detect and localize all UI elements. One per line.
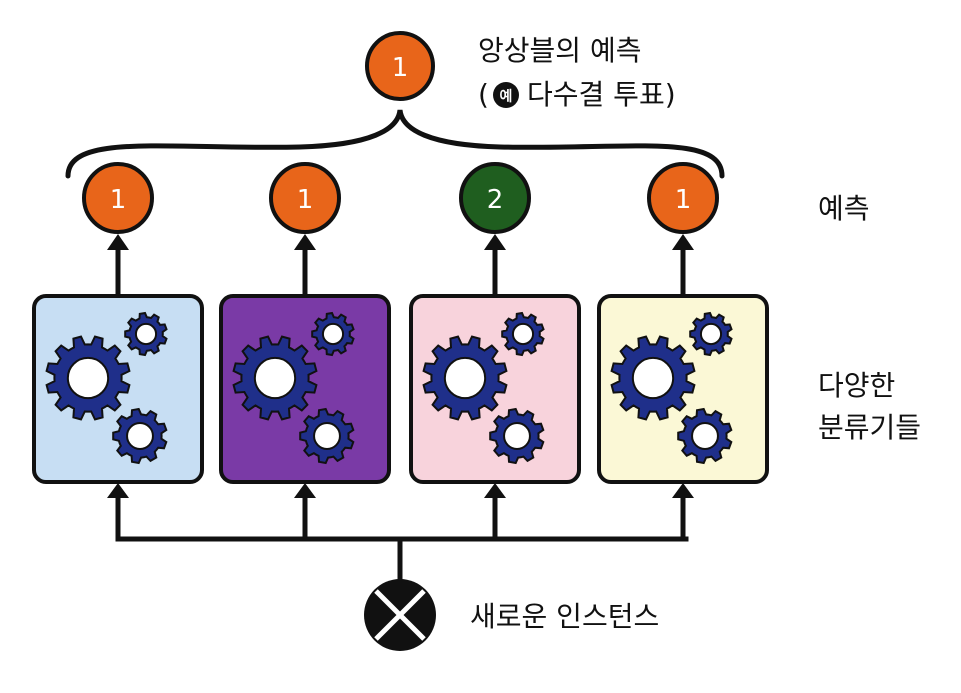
classifiers-label-line1: 다양한	[818, 369, 895, 402]
prediction-node: 2	[459, 162, 531, 234]
gear-small-icon	[311, 311, 355, 357]
gear-medium-icon	[489, 407, 545, 465]
ensemble-sublabel-paren: (	[478, 78, 489, 111]
prediction-value: 1	[297, 185, 314, 215]
gear-large-icon	[45, 335, 131, 421]
input-arrowhead	[107, 483, 129, 498]
classifier-box	[219, 294, 391, 484]
classifier-box	[409, 294, 581, 484]
output-arrowhead	[294, 234, 316, 250]
aggregation-brace	[65, 109, 725, 179]
classifier-column: 1	[219, 162, 391, 539]
ensemble-prediction-value: 1	[392, 53, 409, 83]
gear-small-icon	[501, 311, 545, 357]
classifier-box	[597, 294, 769, 484]
prediction-value: 1	[675, 185, 692, 215]
prediction-node: 1	[269, 162, 341, 234]
output-arrowhead	[484, 234, 506, 250]
gear-medium-icon	[677, 407, 733, 465]
ensemble-sublabel-text: 다수결 투표)	[527, 78, 676, 111]
ensemble-sublabel: ( 예 다수결 투표)	[478, 78, 676, 111]
gear-small-icon	[689, 311, 733, 357]
gear-small-icon	[124, 311, 168, 357]
prediction-value: 2	[487, 185, 504, 215]
new-instance-node	[364, 579, 436, 651]
example-badge-text: 예	[500, 89, 513, 105]
classifier-column: 1	[32, 162, 204, 539]
input-bus	[115, 536, 689, 580]
ensemble-label: 앙상블의 예측	[478, 34, 641, 67]
prediction-node: 1	[82, 162, 154, 234]
output-arrowhead	[672, 234, 694, 250]
classifier-column: 2	[409, 162, 581, 539]
output-arrowhead	[107, 234, 129, 250]
input-arrowhead	[294, 483, 316, 498]
prediction-value: 1	[110, 185, 127, 215]
classifier-column: 1	[597, 162, 769, 539]
gear-medium-icon	[112, 407, 168, 465]
gear-large-icon	[232, 335, 318, 421]
input-arrowhead	[484, 483, 506, 498]
classifiers-label-line2: 분류기들	[818, 411, 921, 444]
example-badge: 예	[493, 82, 519, 108]
new-instance-label: 새로운 인스턴스	[470, 600, 659, 633]
gear-large-icon	[610, 335, 696, 421]
ensemble-prediction-node: 1	[365, 31, 435, 101]
input-arrowhead	[672, 483, 694, 498]
classifier-box	[32, 294, 204, 484]
gear-medium-icon	[299, 407, 355, 465]
prediction-node: 1	[647, 162, 719, 234]
classifier-columns: 1 1 2 1	[32, 162, 769, 539]
gear-large-icon	[422, 335, 508, 421]
predictions-label: 예측	[818, 192, 870, 225]
